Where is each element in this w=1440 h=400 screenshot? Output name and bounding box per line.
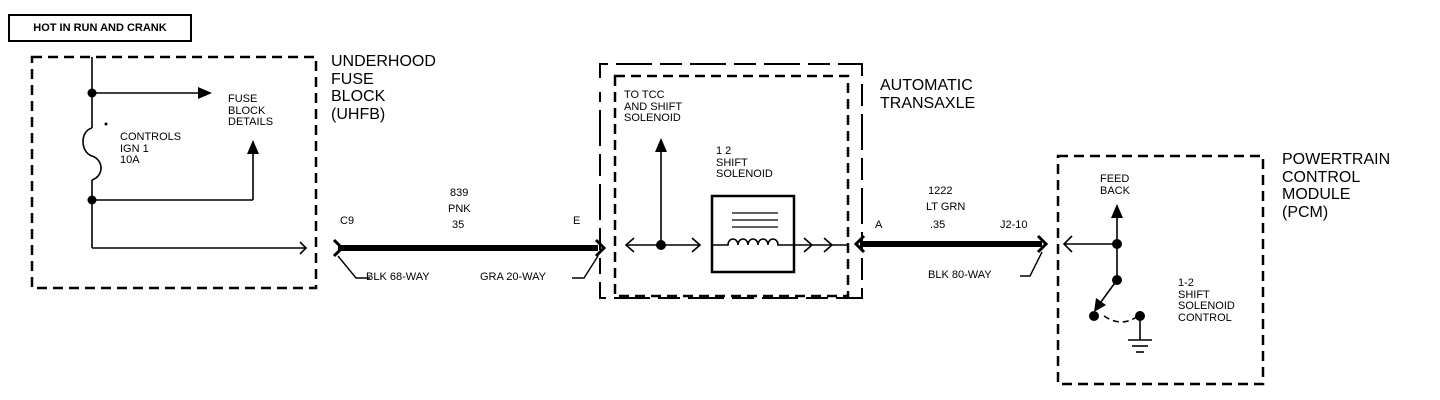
connector-blk80-label: BLK 80-WAY: [928, 269, 992, 281]
wire-839-gauge: 35: [452, 219, 465, 231]
connector-gra20-label: GRA 20-WAY: [480, 271, 547, 283]
splice-dot: [1112, 239, 1122, 249]
to-tcc-arrowhead: [655, 138, 667, 152]
wire-1222-gauge: .35: [930, 219, 946, 231]
splice-dot: [656, 240, 666, 250]
wire-1222-color: LT GRN: [926, 201, 966, 213]
splice-dot: [87, 195, 97, 205]
solenoid-core-lines: [732, 212, 778, 228]
fuse-marker-dot: [104, 122, 108, 126]
wire-839-color: PNK: [448, 203, 471, 215]
connector-j2-10-symbol: [1036, 234, 1049, 254]
pin-a-label: A: [875, 219, 883, 231]
pin-c9-label: C9: [340, 215, 355, 227]
connector-e-symbol: [594, 238, 607, 258]
switch-contact-dot: [1089, 311, 1099, 321]
pin-e-label: E: [573, 215, 581, 227]
switch-pivot-dot: [1112, 275, 1122, 285]
leader-blk80: [1020, 251, 1043, 277]
uhfb-circuit: [82, 57, 308, 255]
feedback-arrowhead: [1111, 204, 1123, 218]
switch-contact-dot: [1135, 311, 1145, 321]
solenoid-box: [710, 194, 796, 274]
uhfb-box: [30, 55, 318, 290]
switch-arrowhead: [1094, 298, 1106, 312]
leader-blk68: [337, 255, 370, 279]
power-source-banner: HOT IN RUN AND CRANK: [8, 14, 192, 42]
uhfb-arrowheads: [198, 87, 259, 154]
connector-blk68-label: BLK 68-WAY: [366, 271, 430, 283]
wire-1222-circuit: 1222: [928, 185, 953, 197]
transaxle-inner-box: [613, 74, 850, 298]
splice-dot: [87, 88, 97, 98]
transaxle-outer-box: [599, 63, 863, 299]
pin-j2-10-label: J2-10: [1000, 219, 1028, 231]
connector-a-symbol: [853, 234, 866, 254]
pcm-circuit: [1062, 216, 1152, 353]
wire-839-circuit: 839: [450, 187, 469, 199]
pcm-box: [1056, 154, 1265, 386]
leader-gra20: [572, 255, 599, 279]
solenoid-coil: [712, 238, 796, 246]
